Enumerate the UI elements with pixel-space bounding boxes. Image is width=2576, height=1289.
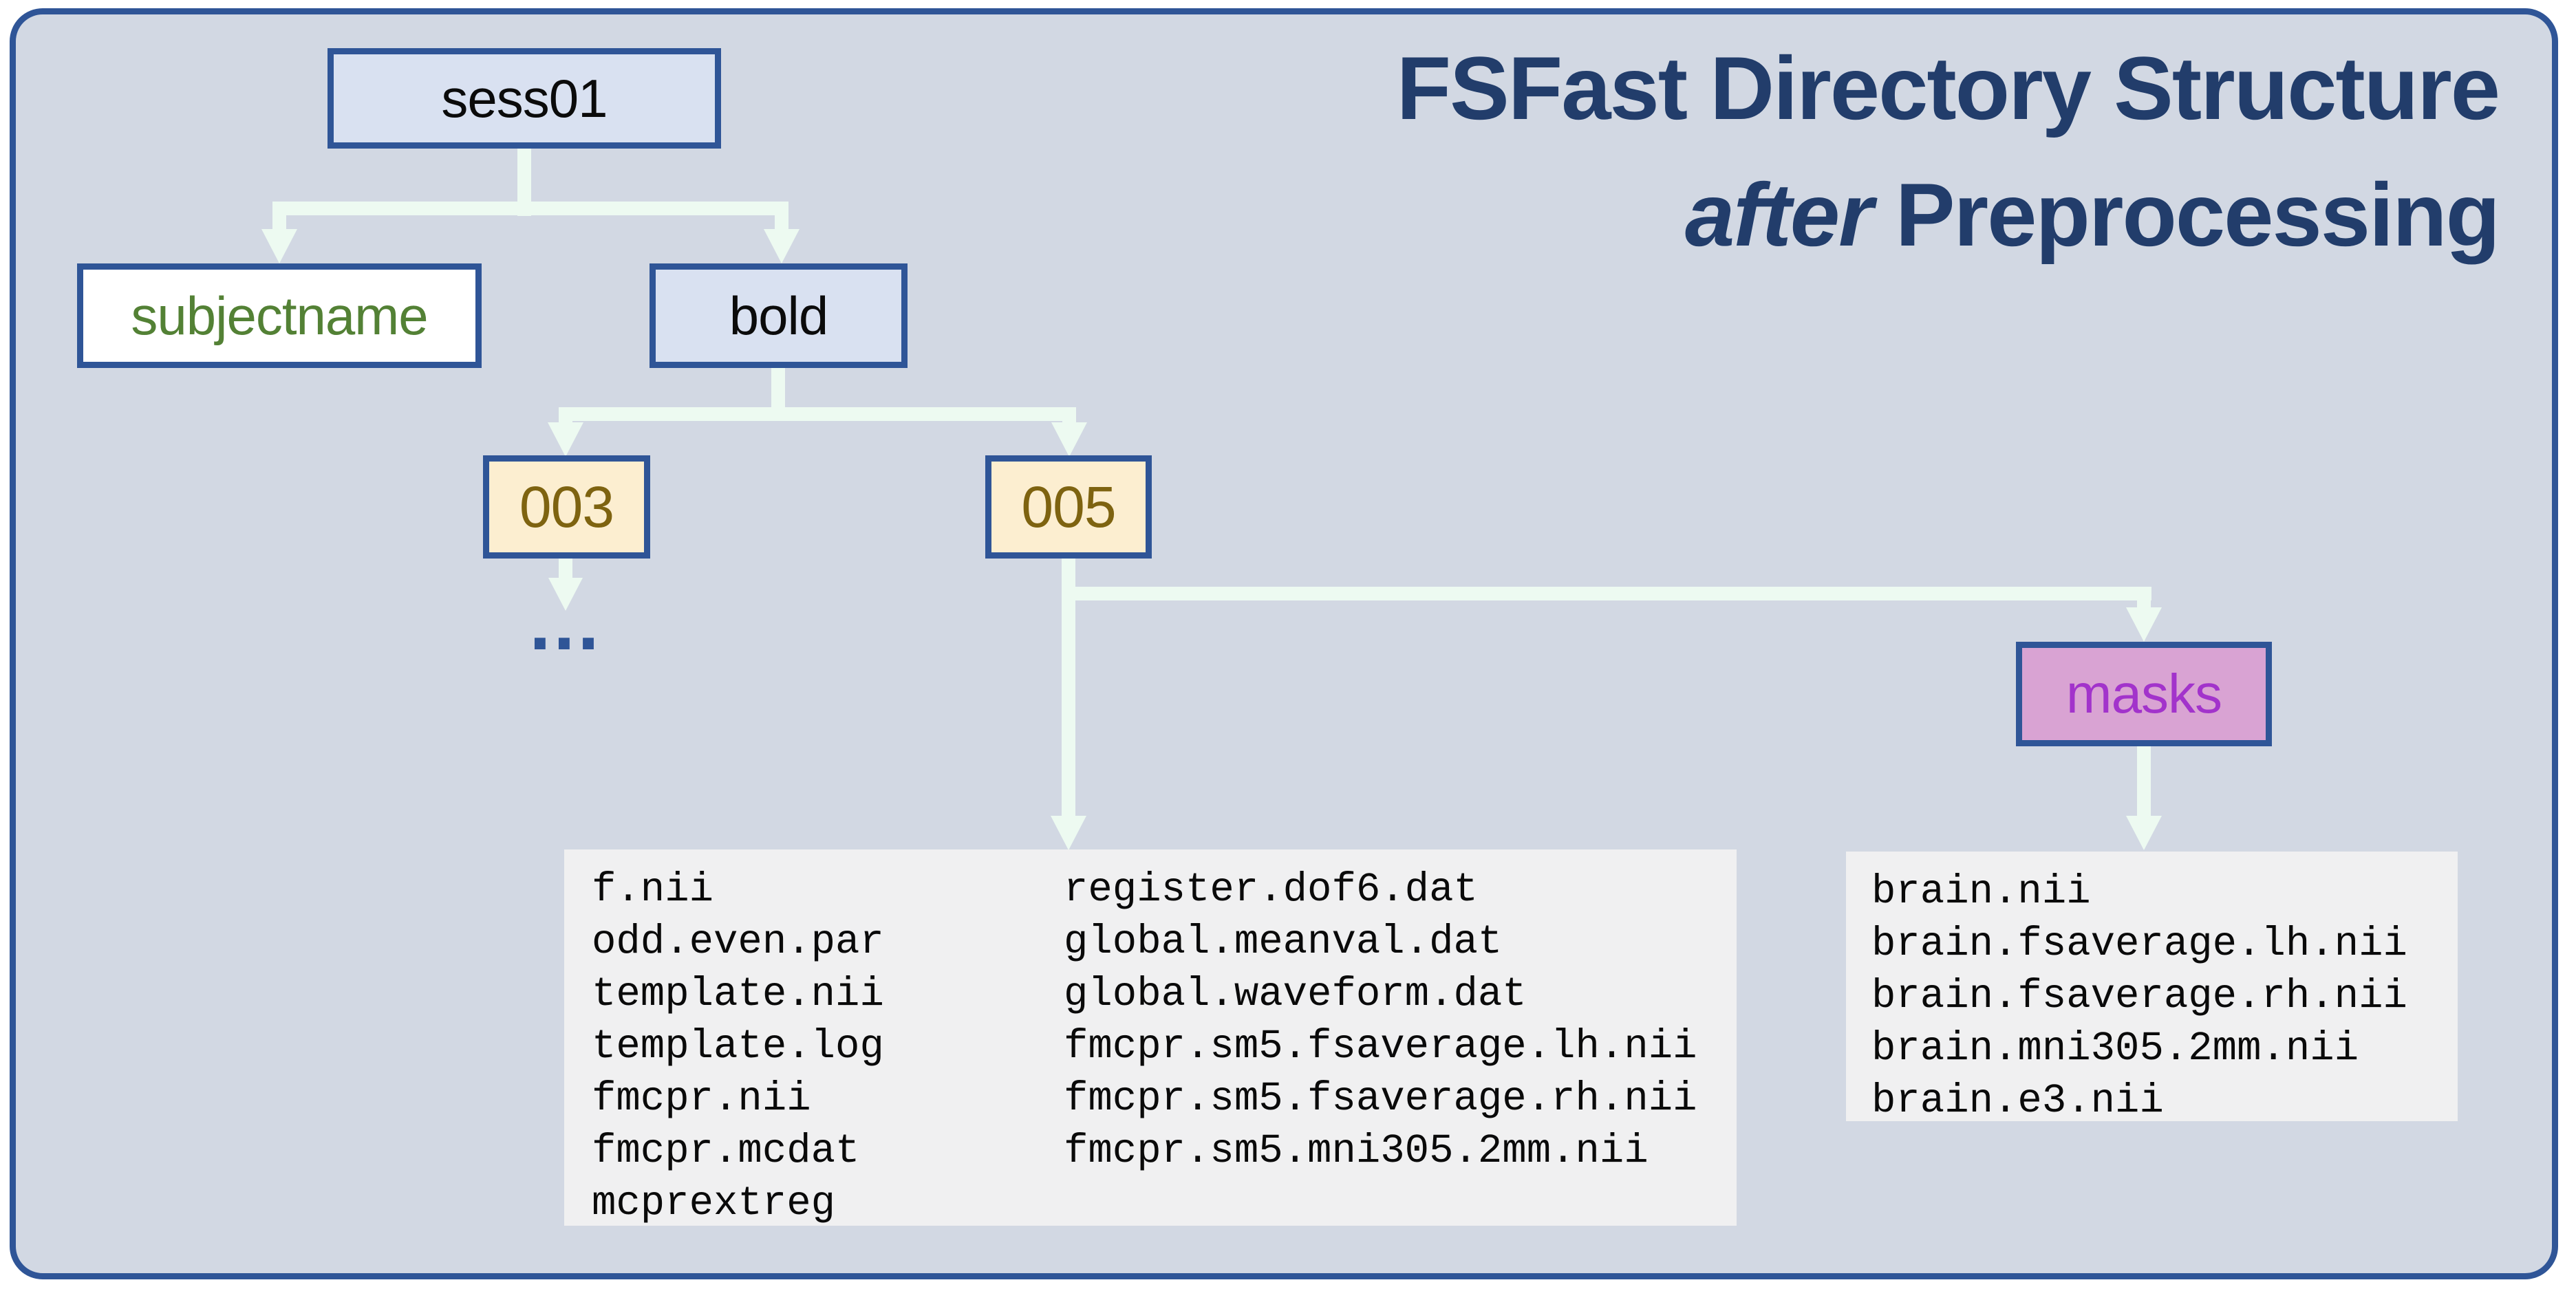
file-name: mcprextreg [592,1180,836,1226]
node-subjectname-label: subjectname [131,285,428,346]
node-run-003-label: 003 [519,474,614,539]
arrowhead-to-003-icon [548,422,583,457]
connector-bold-bar [559,407,1076,421]
arrowhead-to-005-icon [1051,422,1087,457]
node-masks: masks [2016,642,2272,746]
run-005-file-list-col2: register.dof6.dat global.meanval.dat globa… [1064,864,1697,1178]
connector-subjectname-drop [272,215,286,232]
arrowhead-to-ellipsis-icon [548,578,583,611]
connector-masks-drop [2137,600,2151,609]
slide-title: FSFast Directory Structure after Preproc… [1396,25,2500,278]
file-name: f.nii [592,867,714,913]
connector-masks-stem [2137,745,2151,817]
file-name: fmcpr.sm5.fsaverage.rh.nii [1064,1076,1697,1122]
title-line-2-rest: Preprocessing [1871,164,2500,265]
node-bold-label: bold [729,285,828,346]
arrowhead-to-bold-icon [764,229,799,263]
connector-sess01-bar [272,202,788,215]
run-005-file-list-col1: f.nii odd.even.par template.nii template.lo… [592,864,884,1230]
connector-sess01-stem [517,147,531,216]
node-bold: bold [650,263,908,368]
file-name: fmcpr.nii [592,1076,811,1122]
file-name: template.nii [592,971,884,1017]
run-005-file-list-box [564,849,1737,1226]
file-name: brain.nii [1871,869,2091,915]
connector-005-masks-bar [1062,587,2151,600]
connector-bold-drop [775,215,788,232]
file-name: register.dof6.dat [1064,867,1478,913]
file-name: odd.even.par [592,919,884,965]
arrowhead-to-masks-files-icon [2126,816,2162,850]
node-run-005: 005 [985,455,1152,559]
node-masks-label: masks [2065,663,2222,724]
masks-file-list: brain.nii brain.fsaverage.lh.nii brain.fsa… [1871,866,2407,1127]
file-name: fmcpr.sm5.fsaverage.lh.nii [1064,1023,1697,1070]
node-run-005-label: 005 [1021,474,1116,539]
file-name: brain.mni305.2mm.nii [1871,1026,2359,1072]
title-line-2-italic: after [1684,164,1874,265]
connector-005-stem [1062,557,1075,817]
node-sess01: sess01 [328,48,721,149]
file-name: fmcpr.mcdat [592,1128,860,1174]
file-name: global.waveform.dat [1064,971,1527,1017]
file-name: template.log [592,1023,884,1070]
arrowhead-to-masks-icon [2126,607,2162,642]
node-run-003: 003 [483,455,650,559]
node-sess01-label: sess01 [441,67,608,129]
file-name: global.meanval.dat [1064,919,1503,965]
arrowhead-to-subjectname-icon [261,229,297,263]
more-runs-ellipsis: ... [529,580,602,666]
title-line-2: after Preprocessing [1397,151,2500,278]
node-subjectname: subjectname [77,263,482,368]
arrowhead-to-005-files-icon [1051,816,1086,850]
file-name: brain.fsaverage.lh.nii [1871,921,2407,967]
file-name: fmcpr.sm5.mni305.2mm.nii [1064,1128,1649,1174]
file-name: brain.e3.nii [1871,1078,2164,1124]
masks-file-list-box [1846,852,2458,1121]
connector-003-stem [559,557,572,579]
title-line-1: FSFast Directory Structure [1396,38,2500,138]
file-name: brain.fsaverage.rh.nii [1871,973,2407,1019]
